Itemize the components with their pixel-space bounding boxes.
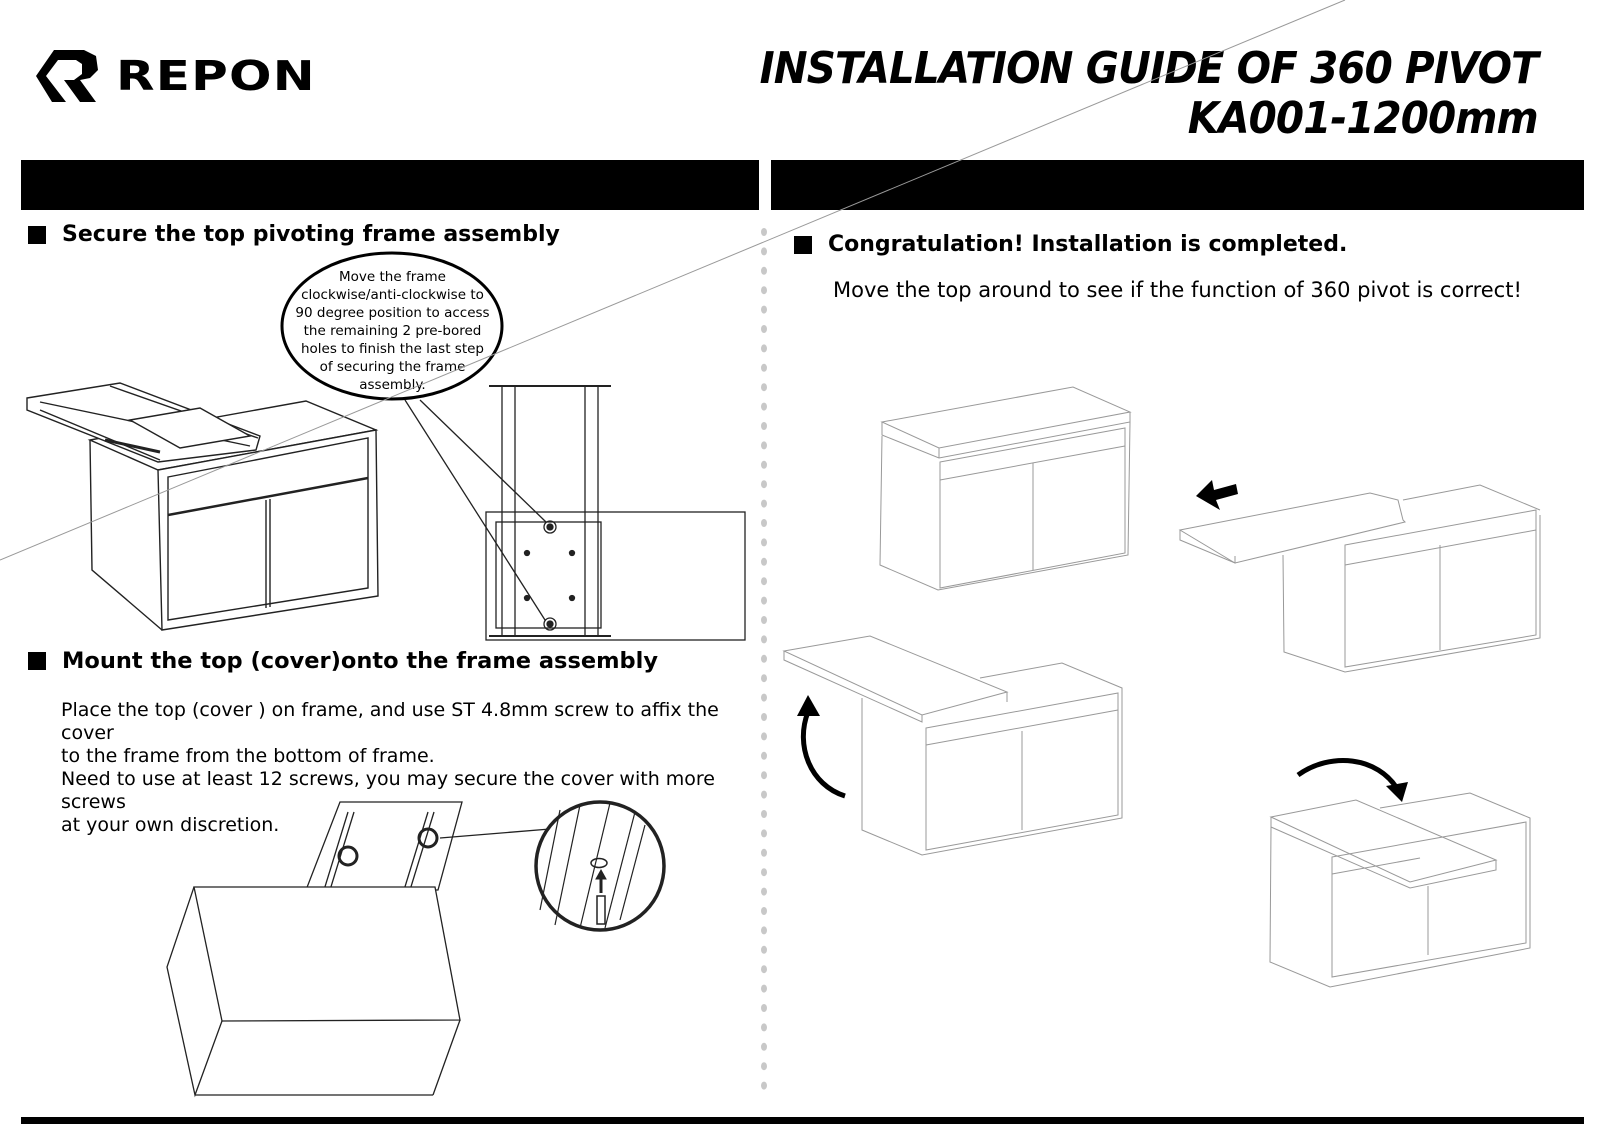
divider-dot: [761, 829, 767, 838]
divider-dot: [761, 674, 767, 683]
bullet-square-icon: [28, 652, 46, 670]
callout-ellipse: [280, 251, 504, 401]
divider-dot: [761, 616, 767, 624]
brand-name: REPON: [116, 52, 316, 100]
divider-dot: [761, 1042, 767, 1051]
divider-dot: [761, 984, 767, 993]
divider-dot: [761, 247, 767, 256]
callout-line: holes to finish the last step: [300, 341, 485, 357]
divider-dot: [761, 751, 767, 760]
callout-line: Move the frame: [339, 269, 446, 285]
divider-dot: [761, 771, 767, 780]
left-section-bar: [21, 160, 759, 210]
instruction-line: Need to use at least 12 screws, you may …: [61, 768, 715, 813]
rotate-counterclockwise-arrow-icon: [797, 695, 846, 799]
divider-dot: [761, 810, 767, 818]
divider-dot: [761, 325, 767, 333]
completion-heading: Congratulation! Installation is complete…: [794, 232, 1347, 257]
title-line-2: KA001-1200mm: [1188, 93, 1539, 144]
bullet-square-icon: [794, 235, 812, 254]
cabinet-with-pivot-frame-illustration: [26, 382, 379, 631]
callout-line: assembly.: [359, 377, 426, 393]
divider-dot: [761, 1004, 767, 1012]
top-slide-left-illustration: [0, 0, 1541, 673]
divider-dot: [761, 596, 767, 605]
step-heading-mount-top: Mount the top (cover)onto the frame asse…: [28, 648, 658, 674]
divider-dot: [761, 790, 767, 799]
instruction-line: to the frame from the bottom of frame.: [61, 745, 435, 767]
divider-dot: [761, 926, 767, 935]
rotate-clockwise-arrow-icon: [1296, 758, 1408, 802]
divider-dot: [761, 286, 767, 295]
bottom-rule: [21, 1117, 1584, 1124]
callout-text: Move the frame clockwise/anti-clockwise …: [280, 268, 505, 394]
callout-line: 90 degree position to access: [295, 305, 490, 321]
step-heading-text: Secure the top pivoting frame assembly: [62, 222, 560, 247]
divider-dot: [761, 577, 767, 586]
divider-dot: [761, 907, 767, 915]
divider-dot: [761, 635, 767, 644]
divider-dot: [761, 557, 767, 566]
bullet-square-icon: [28, 225, 46, 244]
divider-dot: [761, 945, 767, 954]
title-line-1: INSTALLATION GUIDE OF 360 PIVOT: [759, 43, 1539, 94]
divider-dot: [761, 1023, 767, 1032]
callout-line: clockwise/anti-clockwise to: [301, 287, 484, 303]
divider-dot: [761, 344, 767, 353]
step-heading-secure-frame: Secure the top pivoting frame assembly: [28, 222, 560, 247]
top-rotate-up-illustration: [782, 635, 1123, 856]
divider-dot: [761, 305, 767, 314]
divider-dot: [761, 499, 767, 508]
brand-logo: REPON: [36, 48, 315, 104]
step-heading-text: Mount the top (cover)onto the frame asse…: [62, 648, 659, 674]
divider-dot: [761, 654, 767, 663]
divider-dot: [761, 228, 767, 236]
top-rotate-clockwise-illustration: [1269, 792, 1531, 988]
divider-dot: [761, 693, 767, 702]
divider-dot: [761, 965, 767, 974]
divider-dot: [761, 266, 767, 275]
divider-dot: [761, 848, 767, 857]
divider-dot: [761, 422, 767, 430]
cabinet-closed-illustration: [879, 386, 1132, 591]
divider-dot: [761, 460, 767, 469]
mount-instructions: Place the top (cover ) on frame, and use…: [61, 699, 751, 837]
instruction-line: Place the top (cover ) on frame, and use…: [61, 699, 719, 744]
right-section-bar: [771, 160, 1584, 210]
divider-dot: [761, 441, 767, 450]
screw-detail-magnifier-illustration: [534, 800, 666, 932]
top-slide-left-arrow-icon: [1196, 480, 1238, 510]
divider-dot: [761, 402, 767, 411]
instruction-line: at your own discretion.: [61, 814, 280, 836]
divider-dot: [761, 1062, 767, 1071]
divider-dot: [761, 519, 767, 527]
divider-dot: [761, 1081, 767, 1090]
divider-dot: [761, 713, 767, 721]
divider-dot: [761, 383, 767, 392]
callout-line: the remaining 2 pre-bored: [303, 323, 482, 339]
divider-dot: [761, 868, 767, 877]
divider-dot: [761, 480, 767, 489]
divider-dot: [761, 732, 767, 741]
divider-dot: [761, 887, 767, 896]
repon-r-logo-icon: [36, 50, 98, 102]
completion-body: Move the top around to see if the functi…: [833, 278, 1522, 302]
divider-dot: [761, 538, 767, 547]
divider-dot: [761, 363, 767, 372]
completion-heading-text: Congratulation! Installation is complete…: [828, 232, 1348, 257]
frame-top-view-illustration: [404, 385, 746, 641]
cover-underside-illustration: [166, 801, 551, 1098]
document-title: INSTALLATION GUIDE OF 360 PIVOT KA001-12…: [692, 43, 1539, 144]
callout-bubble: Move the frame clockwise/anti-clockwise …: [280, 251, 505, 402]
callout-line: of securing the frame: [319, 359, 466, 375]
column-divider-dots: [761, 228, 767, 1090]
